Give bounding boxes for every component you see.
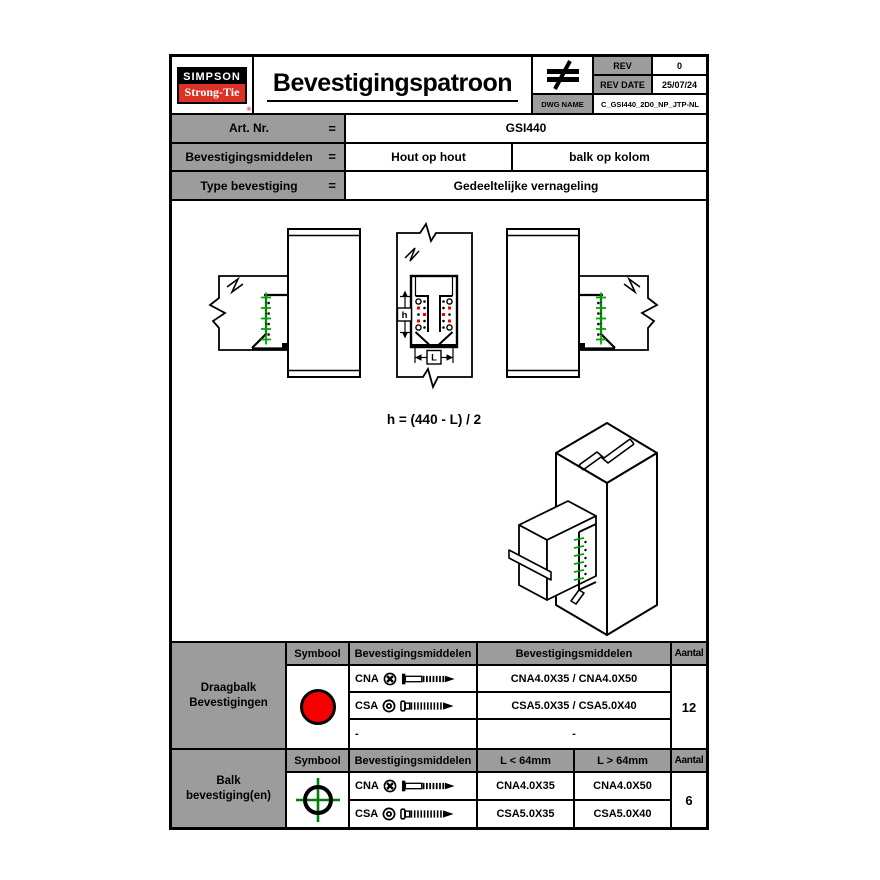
brand-logo: SIMPSON Strong-Tie ® [172,57,252,113]
fastener-ticks [573,537,585,581]
table-draagbalk: Draagbalk Bevestigingen Symbool Bevestig… [172,643,706,748]
dwg-name-label: DWG NAME [533,95,592,113]
dimension-l: L [414,348,454,365]
cna-nail-icon [401,779,457,793]
draagbalk-symbol-cell [287,666,348,748]
csa-l-small: CSA5.0X35 [478,801,573,827]
side-view-right [505,227,659,379]
drawing-sheet: SIMPSON Strong-Tie ® Bevestigingspatroon… [169,54,709,830]
balk-row-label: Balk bevestiging(en) [172,750,285,827]
fastener-row-csa: CSA [350,801,476,827]
title-block: SIMPSON Strong-Tie ® Bevestigingspatroon… [172,57,706,113]
beam-break-flap [508,549,552,581]
red-circle-symbol-icon [299,689,336,725]
fastener-row-empty: - [350,720,476,748]
isometric-view [508,422,658,636]
cad-drawing: h L h = (440 - L) / 2 [208,221,659,636]
fastener-row-csa: CSA [350,693,476,718]
middelen-value-2: balk op kolom [513,143,706,171]
rev-label: REV [594,57,651,74]
type-bevestiging-label: Type bevestiging = [172,172,344,199]
fastener-row-cna: CNA [350,773,476,799]
cna-nail-icon [401,672,457,686]
break-symbol-icon [226,276,244,295]
logo-simpson-text: SIMPSON [179,68,245,84]
empty-spec: - [478,720,670,748]
fastener-pattern [415,298,453,331]
not-equal-icon [533,57,592,93]
csa-spec: CSA5.0X35 / CSA5.0X40 [478,693,670,718]
cna-l-small: CNA4.0X35 [478,773,573,799]
cna-nail-head-icon [383,779,397,793]
col-header-symbool: Symbool [287,750,348,771]
draagbalk-aantal-value: 12 [672,666,706,748]
info-table: Art. Nr. = GSI440 Bevestigingsmiddelen =… [172,115,706,199]
rev-date-value: 25/07/24 [653,76,706,93]
dimension-h: h [396,290,413,339]
drawing-area: h L h = (440 - L) / 2 [172,201,706,641]
hanger-seat-tab [570,589,585,605]
cna-spec: CNA4.0X35 / CNA4.0X50 [478,666,670,691]
draagbalk-row-label: Draagbalk Bevestigingen [172,643,285,748]
dwg-name-value: C_GSI440_2D0_NP_JTP-NL [594,95,706,113]
col-header-middelen-1: Bevestigingsmiddelen [350,643,476,664]
rev-value: 0 [653,57,706,74]
csa-screw-head-icon [382,807,396,821]
formula-text: h = (440 - L) / 2 [387,412,481,427]
equals-sign: = [328,178,336,194]
balk-symbol-cell [287,773,348,827]
simpson-strongtie-logo: SIMPSON Strong-Tie [177,66,247,104]
rev-date-label: REV DATE [594,76,651,93]
balk-aantal-value: 6 [672,773,706,827]
break-band [578,438,635,471]
art-nr-label: Art. Nr. = [172,115,344,142]
cna-nail-head-icon [383,671,397,686]
svg-text:L: L [431,353,437,364]
col-header-aantal: Aantal [672,643,706,664]
csa-screw-icon [400,807,456,821]
col-header-l-large: L > 64mm [575,750,670,771]
svg-text:h: h [402,310,408,321]
fastener-crosshairs [261,292,271,345]
logo-strongtie-text: Strong-Tie [179,83,245,102]
csa-screw-head-icon [382,699,396,712]
hanger-flange [578,523,597,591]
col-header-symbool: Symbool [287,643,348,664]
csa-l-large: CSA5.0X40 [575,801,670,827]
col-header-middelen-2: Bevestigingsmiddelen [478,643,670,664]
col-header-l-small: L < 64mm [478,750,573,771]
front-view: h L [396,221,473,390]
col-header-aantal: Aantal [672,750,706,771]
break-symbol-icon [404,247,420,262]
cna-l-large: CNA4.0X50 [575,773,670,799]
equals-sign: = [328,149,336,165]
type-bevestiging-value: Gedeeltelijke vernageling [346,172,706,199]
col-header-middelen: Bevestigingsmiddelen [350,750,476,771]
art-nr-value: GSI440 [346,115,706,142]
equals-sign: = [328,120,336,136]
registered-trademark-icon: ® [246,107,251,113]
sheet-title-text: Bevestigingspatroon [266,69,519,102]
green-crosshair-symbol-icon [295,778,340,822]
table-balk: Balk bevestiging(en) Symbool Bevestiging… [172,750,706,827]
sheet-title: Bevestigingspatroon [254,57,531,113]
side-view-left [208,228,361,378]
fastener-row-cna: CNA [350,666,476,691]
csa-screw-icon [400,699,456,713]
bevestigingsmiddelen-label: Bevestigingsmiddelen = [172,143,344,171]
middelen-value-1: Hout op hout [346,143,511,171]
